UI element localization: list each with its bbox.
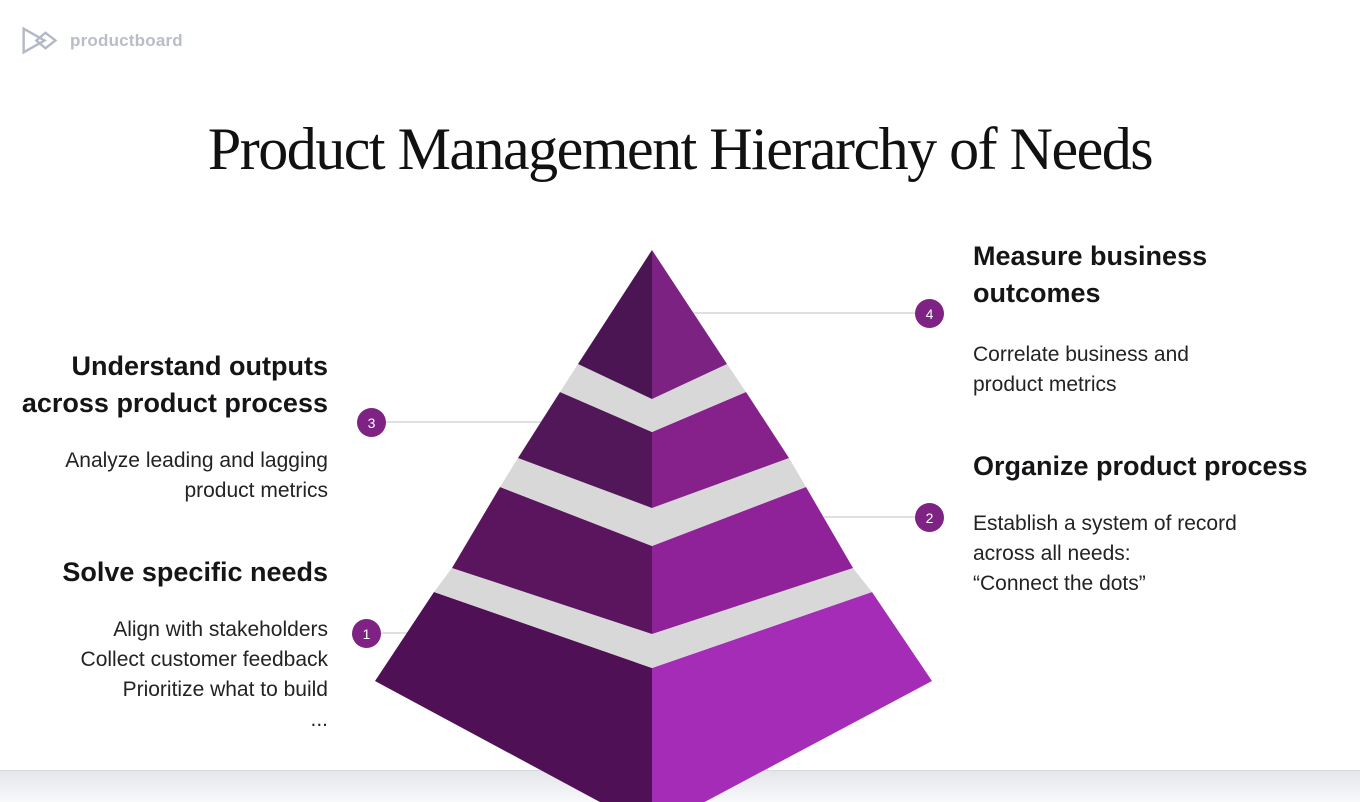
level-badge-4: 4: [915, 299, 944, 328]
pyramid-tier3-right-face: [652, 392, 789, 508]
productboard-logo-text: productboard: [70, 30, 183, 50]
organize-body-text: Establish a system of record across all …: [973, 512, 1237, 595]
pyramid-gap-3: [560, 364, 746, 432]
organize-heading: Organize product process: [973, 430, 1353, 503]
pyramid-tier2-left-face: [452, 487, 652, 634]
organize-heading-text: Organize product process: [973, 451, 1308, 481]
pyramid-tier4-left-face: [578, 250, 652, 399]
solve-heading-text: Solve specific needs: [62, 557, 328, 587]
understand-heading: Understand outputs across product proces…: [0, 330, 328, 440]
pyramid-tier1-right-face: [652, 592, 932, 802]
organize-body: Establish a system of record across all …: [973, 491, 1353, 617]
productboard-logo: productboard: [20, 24, 183, 57]
understand-heading-text: Understand outputs across product proces…: [21, 351, 328, 418]
pyramid-tier4-right-face: [652, 250, 727, 399]
page-title: Product Management Hierarchy of Needs: [207, 116, 1154, 183]
measure-body-text: Correlate business and product metrics: [973, 343, 1189, 396]
understand-body: Analyze leading and lagging product metr…: [0, 428, 328, 524]
understand-body-text: Analyze leading and lagging product metr…: [65, 449, 328, 502]
solve-body-text: Align with stakeholders Collect customer…: [80, 618, 328, 731]
productboard-logo-icon: [22, 26, 58, 55]
level-badge-2: 2: [915, 503, 944, 532]
measure-heading-text: Measure business outcomes: [973, 241, 1208, 308]
level-badge-1: 1: [352, 619, 381, 648]
measure-heading: Measure business outcomes: [973, 220, 1333, 330]
level-badge-3: 3: [357, 408, 386, 437]
solve-heading: Solve specific needs: [0, 536, 328, 609]
pyramid-gap-2: [500, 458, 806, 546]
pyramid-tier1-left-face: [375, 592, 652, 802]
solve-body: Align with stakeholders Collect customer…: [0, 597, 328, 753]
measure-body: Correlate business and product metrics: [973, 322, 1333, 418]
pyramid-tier3-left-face: [518, 392, 652, 508]
pyramid-tier2-right-face: [652, 487, 853, 634]
pyramid-gap-1: [434, 568, 872, 668]
